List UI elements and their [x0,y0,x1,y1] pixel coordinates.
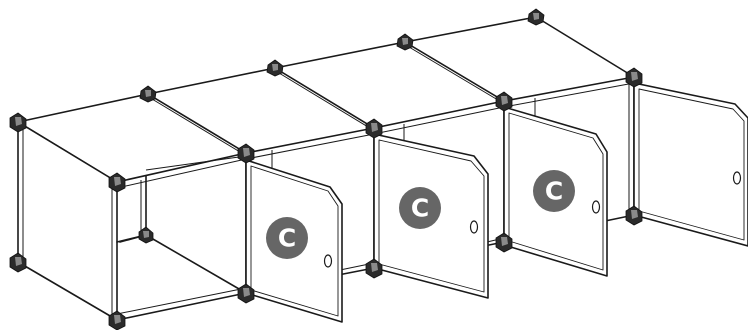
connector [527,8,545,26]
connector [9,252,27,273]
connector [625,205,643,226]
badge-circle [266,217,308,259]
connector [108,310,126,331]
badge-c-1: C [266,217,308,259]
left-side-panel [17,121,118,321]
badge-label: C [545,177,563,206]
door-knob [591,200,601,214]
connector [266,59,284,77]
badge-label: C [278,224,296,253]
connector [396,33,414,51]
connector [138,226,154,244]
badge-circle [533,170,575,212]
connector [108,172,126,193]
badge-label: C [411,194,429,223]
door-knob [323,254,333,268]
badge-c-2: C [399,187,441,229]
connector [495,91,513,112]
connector [237,283,255,304]
connector [495,232,513,253]
door-knob [732,171,742,185]
door-knob [469,220,479,234]
door-4 [633,82,748,247]
connectors [9,8,643,331]
connector [625,67,643,88]
connector [9,112,27,133]
badge-c-3: C [533,170,575,212]
connector [365,118,383,139]
badge-circle [399,187,441,229]
connector [139,85,157,103]
connector [237,143,255,164]
top-panels [17,16,635,189]
connector [365,258,383,279]
